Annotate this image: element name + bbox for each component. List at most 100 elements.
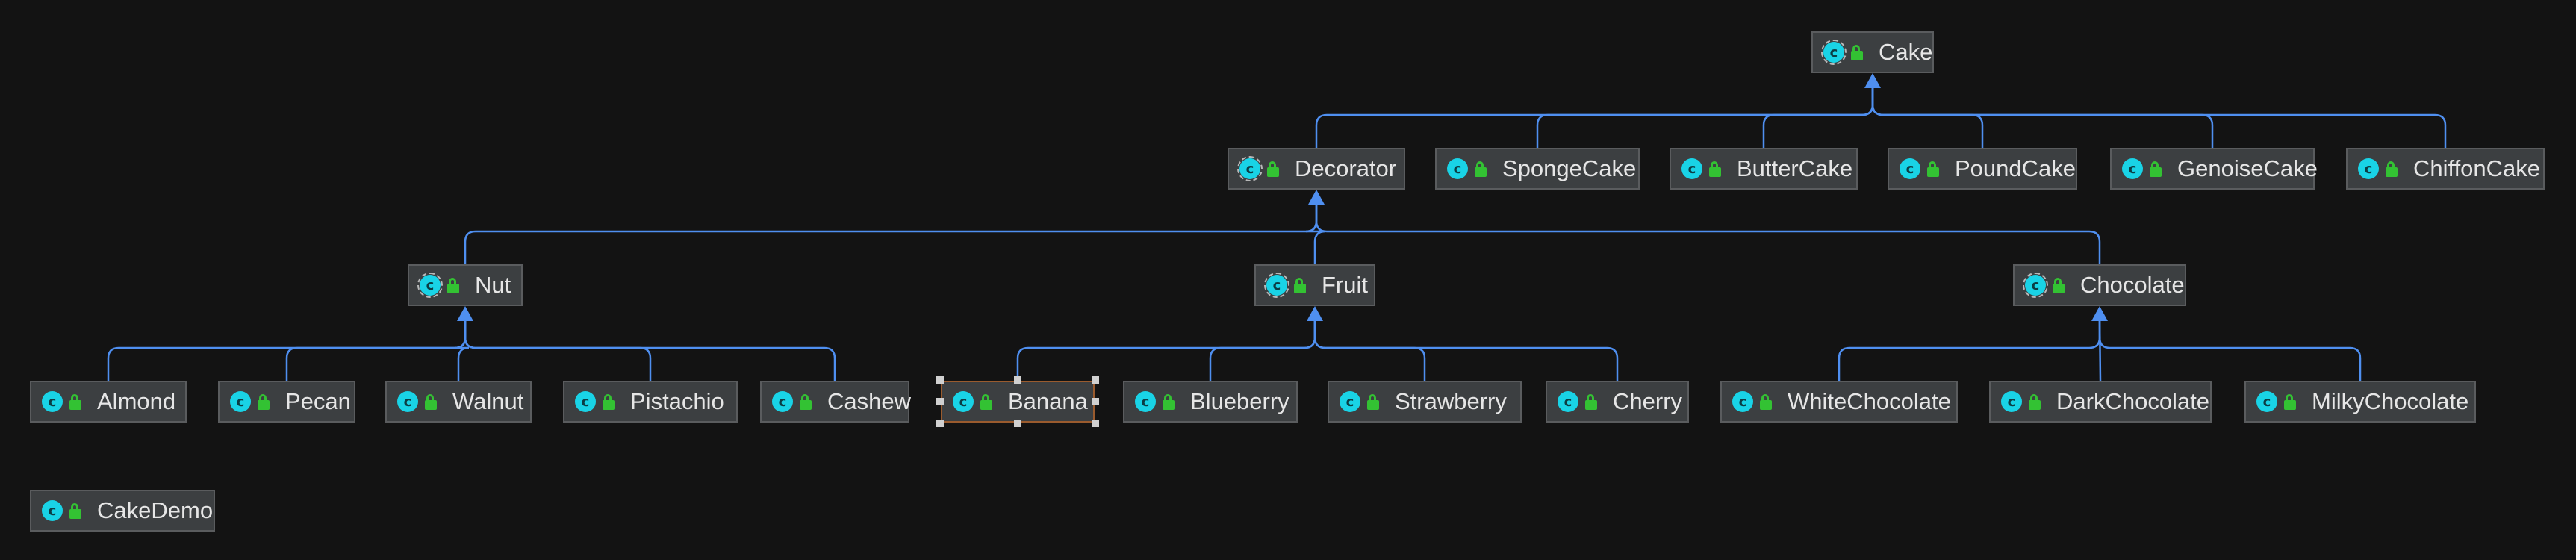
- public-access-icon: [1708, 159, 1722, 178]
- selection-handle[interactable]: [936, 398, 944, 405]
- selection-handle[interactable]: [1092, 398, 1099, 405]
- public-access-icon: [980, 392, 993, 411]
- inheritance-edge-nut-to-decorator: [464, 200, 1318, 264]
- class-icon: c: [575, 391, 596, 412]
- class-icon: c: [230, 391, 251, 412]
- class-node-label: GenoiseCake: [2177, 155, 2318, 181]
- inheritance-edge-cherry-to-fruit: [1313, 317, 1619, 381]
- class-icon: c: [1447, 158, 1468, 179]
- abstract-class-icon: c: [1266, 275, 1287, 296]
- public-access-icon: [799, 392, 812, 411]
- class-node-label: Cashew: [827, 388, 911, 414]
- class-icon: c: [772, 391, 793, 412]
- class-node-decorator[interactable]: c Decorator: [1228, 148, 1405, 190]
- public-access-icon: [1366, 392, 1380, 411]
- class-node-poundcake[interactable]: c PoundCake: [1888, 148, 2077, 190]
- abstract-class-icon: c: [2025, 275, 2046, 296]
- inheritance-edge-milkychocolate-to-chocolate: [2098, 317, 2362, 381]
- abstract-class-icon: c: [1823, 42, 1844, 63]
- abstract-class-icon: c: [1239, 158, 1260, 179]
- class-icon: c: [1340, 391, 1360, 412]
- public-access-icon: [1584, 392, 1598, 411]
- class-node-label: PoundCake: [1955, 155, 2076, 181]
- class-node-label: Decorator: [1295, 155, 1397, 181]
- class-icon: c: [1732, 391, 1753, 412]
- class-node-cashew[interactable]: c Cashew: [760, 381, 911, 423]
- class-node-label: Pecan: [285, 388, 351, 414]
- class-node-label: Cherry: [1613, 388, 1683, 414]
- class-node-label: Chocolate: [2080, 272, 2185, 298]
- class-node-banana[interactable]: c Banana: [941, 381, 1095, 423]
- class-node-label: Walnut: [452, 388, 524, 414]
- public-access-icon: [447, 276, 460, 295]
- selection-handle[interactable]: [936, 376, 944, 384]
- class-icon: c: [397, 391, 418, 412]
- class-icon: c: [953, 391, 974, 412]
- public-access-icon: [1474, 159, 1487, 178]
- class-node-label: Blueberry: [1190, 388, 1289, 414]
- selection-handle[interactable]: [1092, 376, 1099, 384]
- public-access-icon: [424, 392, 438, 411]
- inheritance-edge-blueberry-to-fruit: [1209, 317, 1316, 381]
- class-node-pecan[interactable]: c Pecan: [218, 381, 355, 423]
- class-node-cakedemo[interactable]: c CakeDemo: [30, 490, 215, 532]
- class-node-pistachio[interactable]: c Pistachio: [563, 381, 738, 423]
- class-icon: c: [1900, 158, 1920, 179]
- public-access-icon: [257, 392, 270, 411]
- class-node-label: MilkyChocolate: [2312, 388, 2469, 414]
- class-node-strawberry[interactable]: c Strawberry: [1328, 381, 1522, 423]
- class-node-label: Strawberry: [1395, 388, 1507, 414]
- class-node-label: CakeDemo: [97, 497, 214, 523]
- public-access-icon: [1759, 392, 1773, 411]
- inheritance-edge-chiffoncake-to-cake: [1871, 84, 2447, 148]
- public-access-icon: [1926, 159, 1940, 178]
- selection-handle[interactable]: [1014, 376, 1021, 384]
- class-node-walnut[interactable]: c Walnut: [385, 381, 532, 423]
- inheritance-edge-cashew-to-nut: [464, 317, 836, 381]
- class-icon: c: [2122, 158, 2143, 179]
- class-node-cherry[interactable]: c Cherry: [1546, 381, 1689, 423]
- class-node-blueberry[interactable]: c Blueberry: [1123, 381, 1298, 423]
- class-node-whitechocolate[interactable]: c WhiteChocolate: [1720, 381, 1958, 423]
- class-node-genoisecake[interactable]: c GenoiseCake: [2110, 148, 2318, 190]
- public-access-icon: [2028, 392, 2041, 411]
- class-node-label: Cake: [1879, 39, 1933, 65]
- inheritance-arrowhead: [457, 306, 473, 321]
- class-icon: c: [2001, 391, 2022, 412]
- public-access-icon: [1266, 159, 1280, 178]
- class-icon: c: [2358, 158, 2379, 179]
- class-node-label: WhiteChocolate: [1788, 388, 1951, 414]
- class-node-label: ButterCake: [1737, 155, 1853, 181]
- selection-handle[interactable]: [1092, 420, 1099, 427]
- selection-handle[interactable]: [936, 420, 944, 427]
- inheritance-edge-chocolate-to-decorator: [1315, 200, 2101, 264]
- inheritance-edge-walnut-to-nut: [454, 317, 470, 381]
- inheritance-edge-fruit-to-decorator: [1305, 200, 1326, 264]
- public-access-icon: [1850, 43, 1864, 62]
- selection-handle[interactable]: [1014, 420, 1021, 427]
- class-icon: c: [42, 500, 63, 521]
- public-access-icon: [2149, 159, 2162, 178]
- class-icon: c: [1558, 391, 1578, 412]
- inheritance-edge-pecan-to-nut: [285, 317, 467, 381]
- inheritance-arrowhead: [1864, 73, 1881, 88]
- public-access-icon: [2385, 159, 2398, 178]
- class-node-label: Almond: [97, 388, 176, 414]
- class-node-cake[interactable]: c Cake: [1811, 31, 1934, 73]
- public-access-icon: [2052, 276, 2065, 295]
- inheritance-arrowhead: [2091, 306, 2108, 321]
- public-access-icon: [2283, 392, 2297, 411]
- class-icon: c: [1135, 391, 1156, 412]
- class-node-label: Pistachio: [630, 388, 724, 414]
- class-node-label: Banana: [1008, 388, 1088, 414]
- class-node-chocolate[interactable]: c Chocolate: [2013, 264, 2186, 306]
